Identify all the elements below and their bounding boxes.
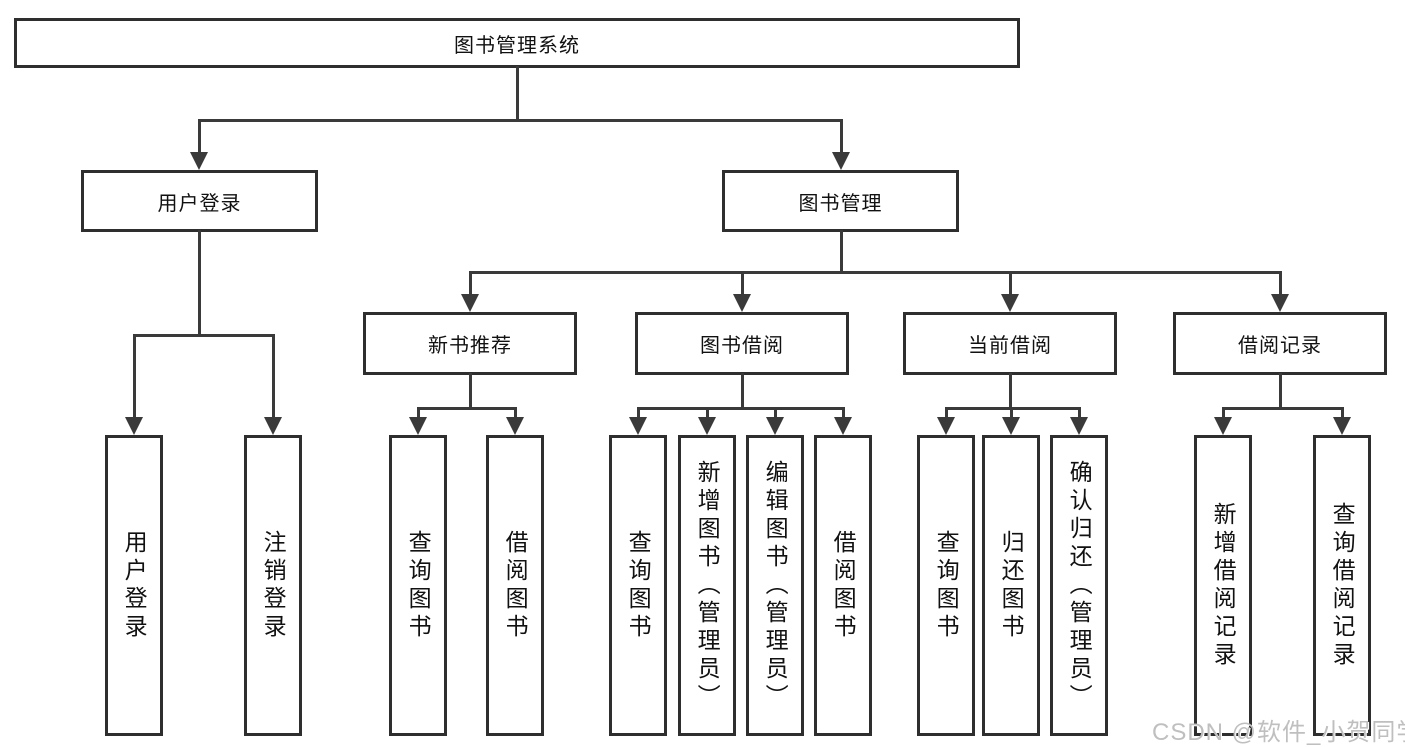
connector-line [516,66,519,120]
connector-line [469,271,472,297]
connector-line [1078,407,1081,420]
node-borrowing-records: 借阅记录 [1173,312,1387,375]
node-label: 查询图书 [405,529,432,642]
arrow-down-icon [1070,417,1088,435]
leaf-query-books-3: 查询图书 [917,435,975,736]
node-library-management-system: 图书管理系统 [14,18,1020,68]
arrow-down-icon [461,294,479,312]
arrow-down-icon [832,152,850,170]
leaf-add-borrow-record: 新增借阅记录 [1194,435,1252,736]
connector-line [133,334,136,420]
arrow-down-icon [1333,417,1351,435]
node-current-borrowing: 当前借阅 [903,312,1117,375]
node-label: 图书借阅 [700,335,784,357]
connector-line [1222,407,1225,420]
leaf-query-books-2: 查询图书 [609,435,667,736]
arrow-down-icon [629,417,647,435]
connector-line [469,373,472,409]
node-label: 用户登录 [121,529,148,642]
connector-line [840,119,843,155]
leaf-add-books-admin: 新增图书（管理员） [678,435,736,736]
connector-line [417,407,517,410]
connector-line [774,407,777,420]
connector-line [1279,271,1282,297]
arrow-down-icon [766,417,784,435]
connector-line [1009,373,1012,409]
node-book-management: 图书管理 [722,170,959,232]
connector-line [514,407,517,420]
arrow-down-icon [733,294,751,312]
connector-line [945,407,1081,410]
node-new-book-recommendation: 新书推荐 [363,312,577,375]
arrow-down-icon [1002,417,1020,435]
leaf-borrow-books: 借阅图书 [486,435,544,736]
node-label: 查询图书 [933,529,960,642]
arrow-down-icon [264,417,282,435]
leaf-borrow-books-2: 借阅图书 [814,435,872,736]
arrow-down-icon [1214,417,1232,435]
node-label: 确认归还（管理员） [1066,459,1093,712]
arrow-down-icon [937,417,955,435]
connector-line [637,407,845,410]
leaf-edit-books-admin: 编辑图书（管理员） [746,435,804,736]
node-label: 编辑图书（管理员） [762,459,789,712]
node-label: 归还图书 [998,529,1025,642]
node-label: 图书管理系统 [454,34,580,57]
node-label: 新增图书（管理员） [694,459,721,712]
connector-line [198,119,201,155]
connector-line [272,334,275,420]
node-label: 查询借阅记录 [1329,501,1356,670]
arrow-down-icon [190,152,208,170]
node-label: 新书推荐 [428,335,512,357]
connector-line [198,119,842,122]
connector-line [133,334,275,337]
connector-line [469,271,1282,274]
node-label: 注销登录 [260,529,287,642]
arrow-down-icon [1001,294,1019,312]
arrow-down-icon [834,417,852,435]
connector-line [741,271,744,297]
leaf-confirm-return-admin: 确认归还（管理员） [1050,435,1108,736]
node-user-login: 用户登录 [81,170,318,232]
connector-line [840,230,843,273]
node-label: 借阅图书 [830,529,857,642]
node-label: 查询图书 [625,529,652,642]
leaf-user-login: 用户登录 [105,435,163,736]
connector-line [842,407,845,420]
arrow-down-icon [125,417,143,435]
arrow-down-icon [506,417,524,435]
arrow-down-icon [698,417,716,435]
connector-line [1222,407,1344,410]
node-label: 用户登录 [157,192,242,215]
watermark-csdn: CSDN @软件_小贺同学 [1152,719,1405,746]
leaf-logout: 注销登录 [244,435,302,736]
arrow-down-icon [409,417,427,435]
connector-line [1279,373,1282,409]
node-label: 新增借阅记录 [1210,501,1237,670]
connector-line [706,407,709,420]
connector-line [945,407,948,420]
connector-line [1010,407,1013,420]
node-book-borrowing: 图书借阅 [635,312,849,375]
leaf-return-books: 归还图书 [982,435,1040,736]
arrow-down-icon [1271,294,1289,312]
connector-line [637,407,640,420]
leaf-query-books: 查询图书 [389,435,447,736]
connector-line [1341,407,1344,420]
connector-line [417,407,420,420]
node-label: 借阅记录 [1238,335,1322,357]
connector-line [741,373,744,409]
connector-line [1009,271,1012,297]
node-label: 当前借阅 [968,335,1052,357]
node-label: 借阅图书 [502,529,529,642]
leaf-query-borrow-record: 查询借阅记录 [1313,435,1371,736]
node-label: 图书管理 [798,192,883,215]
connector-line [198,230,201,336]
